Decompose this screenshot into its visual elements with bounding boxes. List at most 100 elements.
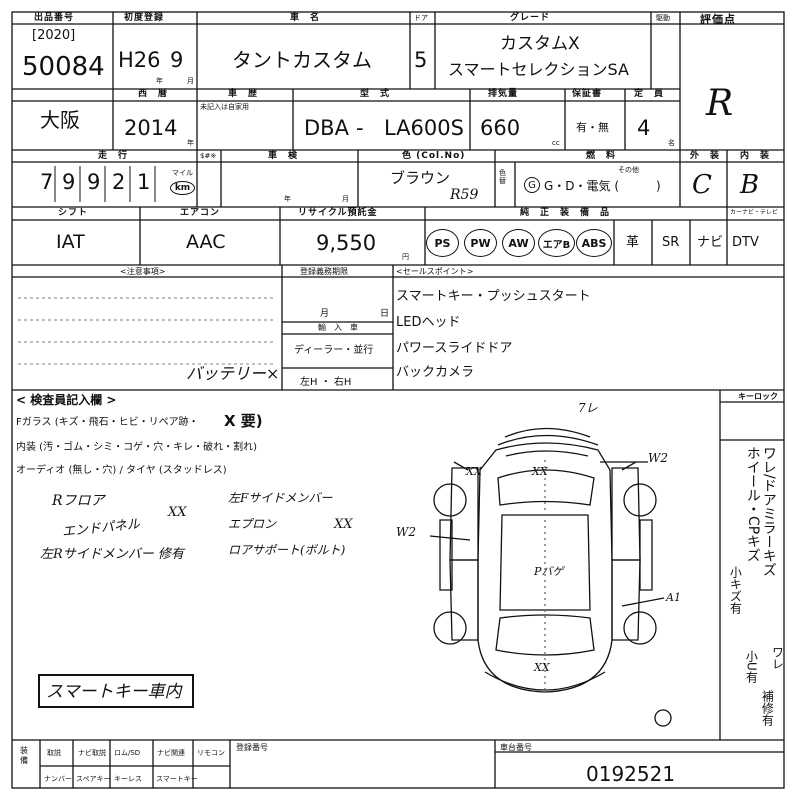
- region-value: 大阪: [40, 108, 80, 132]
- color-label: 色 (Col.No): [402, 151, 466, 161]
- chassis-number: 0192521: [586, 762, 676, 786]
- equip-dtv: DTV: [732, 235, 759, 250]
- model-dash: -: [356, 116, 364, 140]
- import-handle: 左H ・ 右H: [300, 377, 352, 388]
- lot-label: 出品番号: [34, 13, 75, 23]
- inspector-label: < 検査員記入欄 >: [16, 393, 117, 407]
- first-reg-era-year: H26: [118, 48, 161, 72]
- first-reg-month: 9: [170, 48, 184, 72]
- model-year-label: 西 暦: [138, 89, 169, 99]
- chassis-label: 車台番号: [500, 743, 532, 752]
- color-value: ブラウン: [390, 169, 451, 187]
- import-dealer: ディーラー・並行: [294, 345, 374, 356]
- color-change-label: 色替: [499, 169, 506, 185]
- equip-pw: PW: [464, 229, 497, 257]
- first-reg-tsuki: 月: [187, 77, 194, 85]
- capacity-value: 4: [637, 116, 651, 140]
- inspector-glass: Fガラス (キズ・飛石・ヒビ・リペア跡・: [16, 417, 199, 428]
- lot-number: 50084: [22, 52, 105, 82]
- drive-label: 駆動: [656, 14, 670, 22]
- box-manual: 取説: [47, 749, 61, 757]
- sales-point-3: パワースライドドア: [396, 341, 513, 356]
- carnavi-label: カーナビ・テレビ: [730, 209, 779, 216]
- mileage-digit-2: 9: [62, 170, 76, 194]
- warranty-label: 保証書: [572, 89, 603, 99]
- warranty-value: 有・無: [576, 121, 609, 134]
- mileage-digit-5: 1: [137, 170, 151, 194]
- aircon-value: AAC: [186, 231, 226, 253]
- mileage-label: 走 行: [98, 151, 129, 161]
- inspector-interior: 内装 (汚・ゴム・シミ・コゲ・穴・キレ・破れ・割れ): [16, 442, 257, 453]
- hand-note-4: 左Fサイドメンバー: [228, 491, 333, 505]
- diagram-mark-1: 7レ: [578, 401, 598, 415]
- color-code: R59: [450, 187, 479, 203]
- hand-mark-1: XX: [168, 505, 187, 520]
- interior-value: B: [740, 170, 760, 200]
- import-label: 輸 入 車: [318, 323, 358, 332]
- notes-label: <注意事項>: [120, 267, 166, 276]
- bottom-side-label: 装備: [20, 746, 28, 765]
- keylock-label: キーロック: [738, 392, 778, 401]
- hand-mark-2: XX: [334, 517, 353, 532]
- box-keyless: キーレス: [114, 775, 142, 783]
- fuel-close: ): [656, 179, 661, 193]
- mileage-digit-4: 2: [112, 170, 126, 194]
- inspection-nen: 年: [284, 195, 291, 203]
- smart-key-stamp: スマートキー車内: [38, 674, 194, 708]
- model-year-nen: 年: [187, 139, 194, 147]
- exterior-label: 外 装: [690, 151, 721, 161]
- score-value: R: [706, 83, 734, 124]
- vertical-note-2: ワレ/ドアミラーキズ: [760, 446, 777, 577]
- grade-label: グレード: [510, 13, 551, 23]
- exterior-value: C: [692, 170, 712, 200]
- equip-airbag: エアB: [538, 229, 575, 257]
- inspection-tsuki: 月: [342, 195, 349, 203]
- vertical-note-col1: ホイール・CPキズ: [744, 446, 761, 562]
- diagram-mark-6: Pバゲ: [534, 565, 564, 578]
- sales-point-2: LEDヘッド: [396, 315, 461, 330]
- reg-number-label: 登録番号: [236, 743, 268, 752]
- inspector-glass-mark: X 要): [224, 412, 263, 430]
- vertical-note-3: 小キズ有: [728, 566, 743, 614]
- grade-line2: スマートセレクションSA: [448, 60, 629, 79]
- diagram-mark-3: XX: [466, 465, 482, 478]
- reg-expiry-tsuki: 月: [320, 309, 330, 319]
- equip-abs: ABS: [576, 229, 612, 257]
- equipment-label: 純 正 装 備 品: [520, 208, 611, 218]
- equip-ps: PS: [426, 229, 459, 257]
- vertical-note-col4: ワレ: [770, 646, 784, 670]
- smart-key-stamp-text: スマートキー車内: [46, 682, 182, 702]
- history-note: 未記入は自家用: [200, 103, 249, 111]
- doors-label: ドア: [414, 14, 428, 22]
- vertical-note-col3: 小キズ有: [728, 566, 742, 614]
- vertical-note-4: ワレ: [770, 646, 785, 670]
- interior-label: 内 装: [740, 151, 771, 161]
- equip-sr: SR: [662, 235, 680, 250]
- equip-leather: 革: [626, 235, 640, 250]
- displacement-value: 660: [480, 116, 521, 140]
- grade-line1: カスタムX: [500, 34, 580, 54]
- recycle-label: リサイクル預託金: [298, 208, 378, 218]
- capacity-label: 定 員: [634, 89, 665, 99]
- vertical-note-col6: 補修有: [760, 690, 774, 726]
- mileage-unit-mile: マイル: [172, 169, 193, 177]
- inspector-audio: オーディオ (無し・穴) / タイヤ (スタッドレス): [16, 465, 227, 476]
- diagram-mark-4: XX: [532, 465, 548, 478]
- capacity-unit: 名: [668, 139, 675, 147]
- hand-note-5: エプロン: [228, 517, 277, 531]
- vertical-note-1: ホイール・CPキズ: [744, 446, 761, 563]
- equip-navi: ナビ: [697, 235, 724, 250]
- model-code: LA600S: [384, 116, 464, 140]
- sharp-label: $#※: [200, 152, 217, 160]
- mileage-unit-km: km: [170, 181, 195, 195]
- diagram-mark-8: XX: [534, 661, 550, 674]
- reg-expiry-hi: 日: [380, 309, 390, 319]
- diagram-mark-7: A1: [666, 591, 681, 604]
- hand-note-3: 左Rサイドメンバー 修有: [40, 547, 184, 562]
- vertical-note-6: 補修有: [760, 690, 775, 726]
- sales-point-4: バックカメラ: [396, 365, 475, 380]
- sales-point-1: スマートキー・プッシュスタート: [396, 289, 591, 304]
